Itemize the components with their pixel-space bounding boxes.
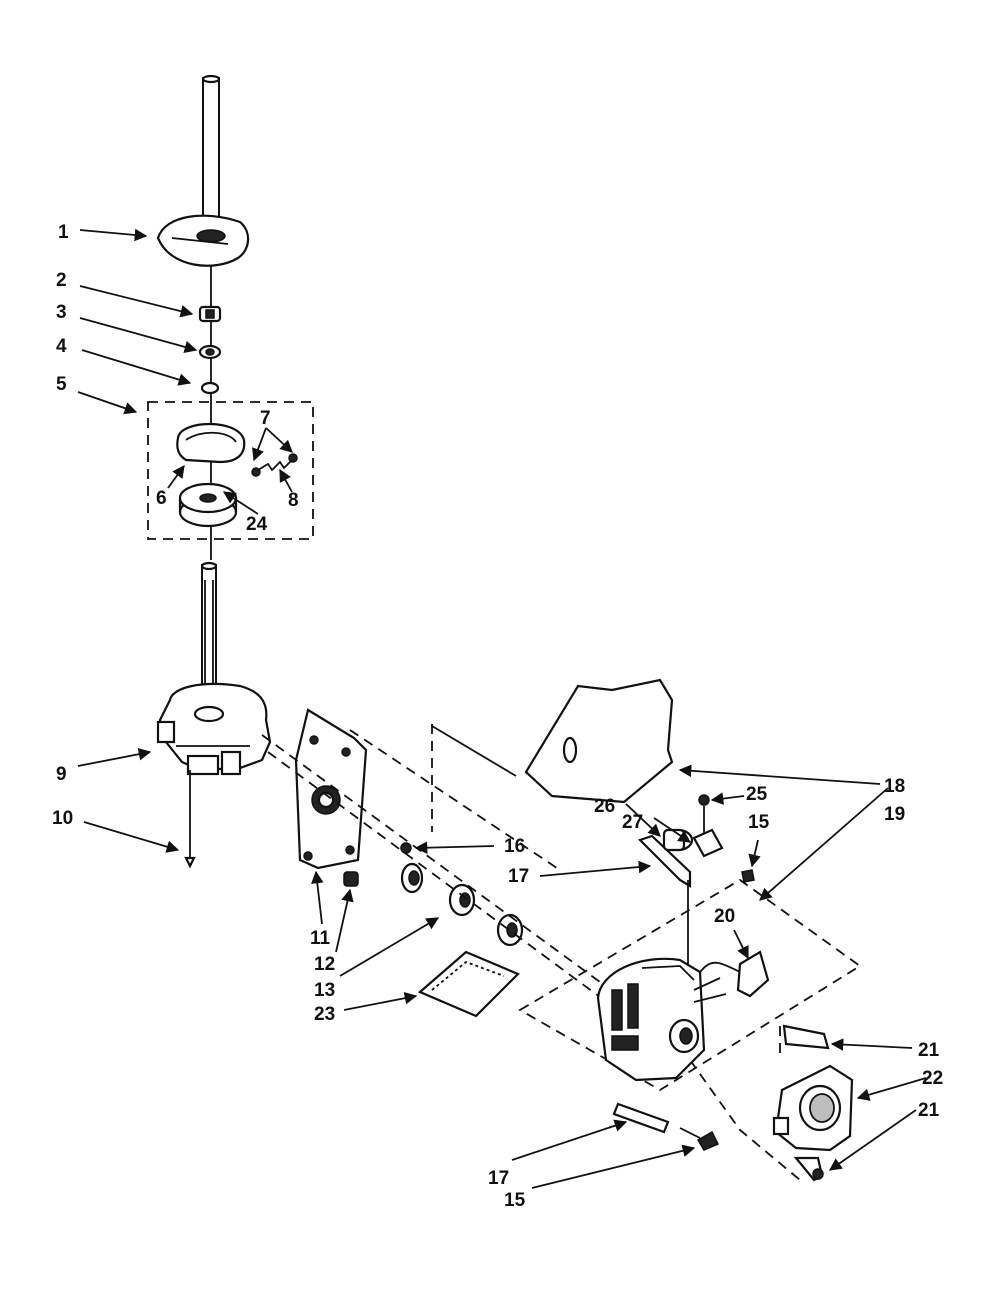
callout-21-lower: 21 [918,1100,940,1121]
callout-7: 7 [260,408,271,429]
part-21-clip-upper [779,1024,830,1058]
part-22-end-bracket [772,1064,854,1152]
callout-labels: 1 2 3 4 5 6 7 8 24 9 10 11 12 13 23 16 1… [52,222,943,1211]
callout-16: 16 [504,836,525,857]
part-17-clip-lower [612,1102,670,1134]
callout-6: 6 [156,488,167,509]
callout-2: 2 [56,270,67,291]
callout-5: 5 [56,374,67,395]
callout-20: 20 [714,906,735,927]
part-13-coupler-lower [496,913,524,947]
part-2-nut [198,305,222,323]
callout-3: 3 [56,302,67,323]
part-1-brake-cam [156,214,250,267]
part-4-retainer [200,381,220,395]
spin-tube-shaft [201,74,221,239]
callout-19: 19 [884,804,905,825]
part-18-shield [524,678,674,804]
part-5-brake-assembly-box [147,401,314,540]
callout-17-upper: 17 [508,866,529,887]
part-3-washer [198,344,222,360]
callout-13: 13 [314,980,335,1001]
part-21-clip-lower [793,1156,824,1182]
part-16-screw [400,842,412,854]
callout-15-upper: 15 [748,812,770,833]
callout-24: 24 [246,514,268,535]
part-17-clip-upper [637,834,692,970]
part-24-brake-drum [178,482,238,528]
part-13-coupler-upper [400,862,424,894]
leader-lines [77,228,927,1189]
callout-1: 1 [58,222,69,243]
callout-17-lower: 17 [488,1168,509,1189]
part-15-screw-lower [679,1127,720,1151]
callout-26: 26 [594,796,615,817]
motor [596,957,727,1082]
callout-12: 12 [314,954,335,975]
motor-bracket-outline [518,878,862,1092]
part-15-screw-upper [741,869,755,883]
alignment-line-3 [349,729,561,871]
part-10-screw [184,770,196,869]
callout-15-lower: 15 [504,1190,526,1211]
callout-23: 23 [314,1004,335,1025]
callout-9: 9 [56,764,67,785]
callout-8: 8 [288,490,299,511]
callout-10: 10 [52,808,73,829]
alignment-line-2 [267,751,605,1001]
part-23-pad [417,950,520,1018]
callout-18: 18 [884,776,905,797]
callout-4: 4 [56,336,67,357]
part-9-gearcase [156,682,272,776]
part-12-nut [343,871,359,887]
alignment-line-4 [689,1059,801,1181]
callout-25: 25 [746,784,768,805]
part-7-spring [251,453,298,477]
part-6-brake-band [176,422,246,464]
callout-21-upper: 21 [918,1040,940,1061]
callout-27: 27 [622,812,643,833]
callout-11: 11 [310,928,331,949]
callout-22: 22 [922,1068,943,1089]
alignment-line-1 [261,734,601,983]
shield-reference-line [431,724,517,777]
part-27-bracket [692,828,724,858]
